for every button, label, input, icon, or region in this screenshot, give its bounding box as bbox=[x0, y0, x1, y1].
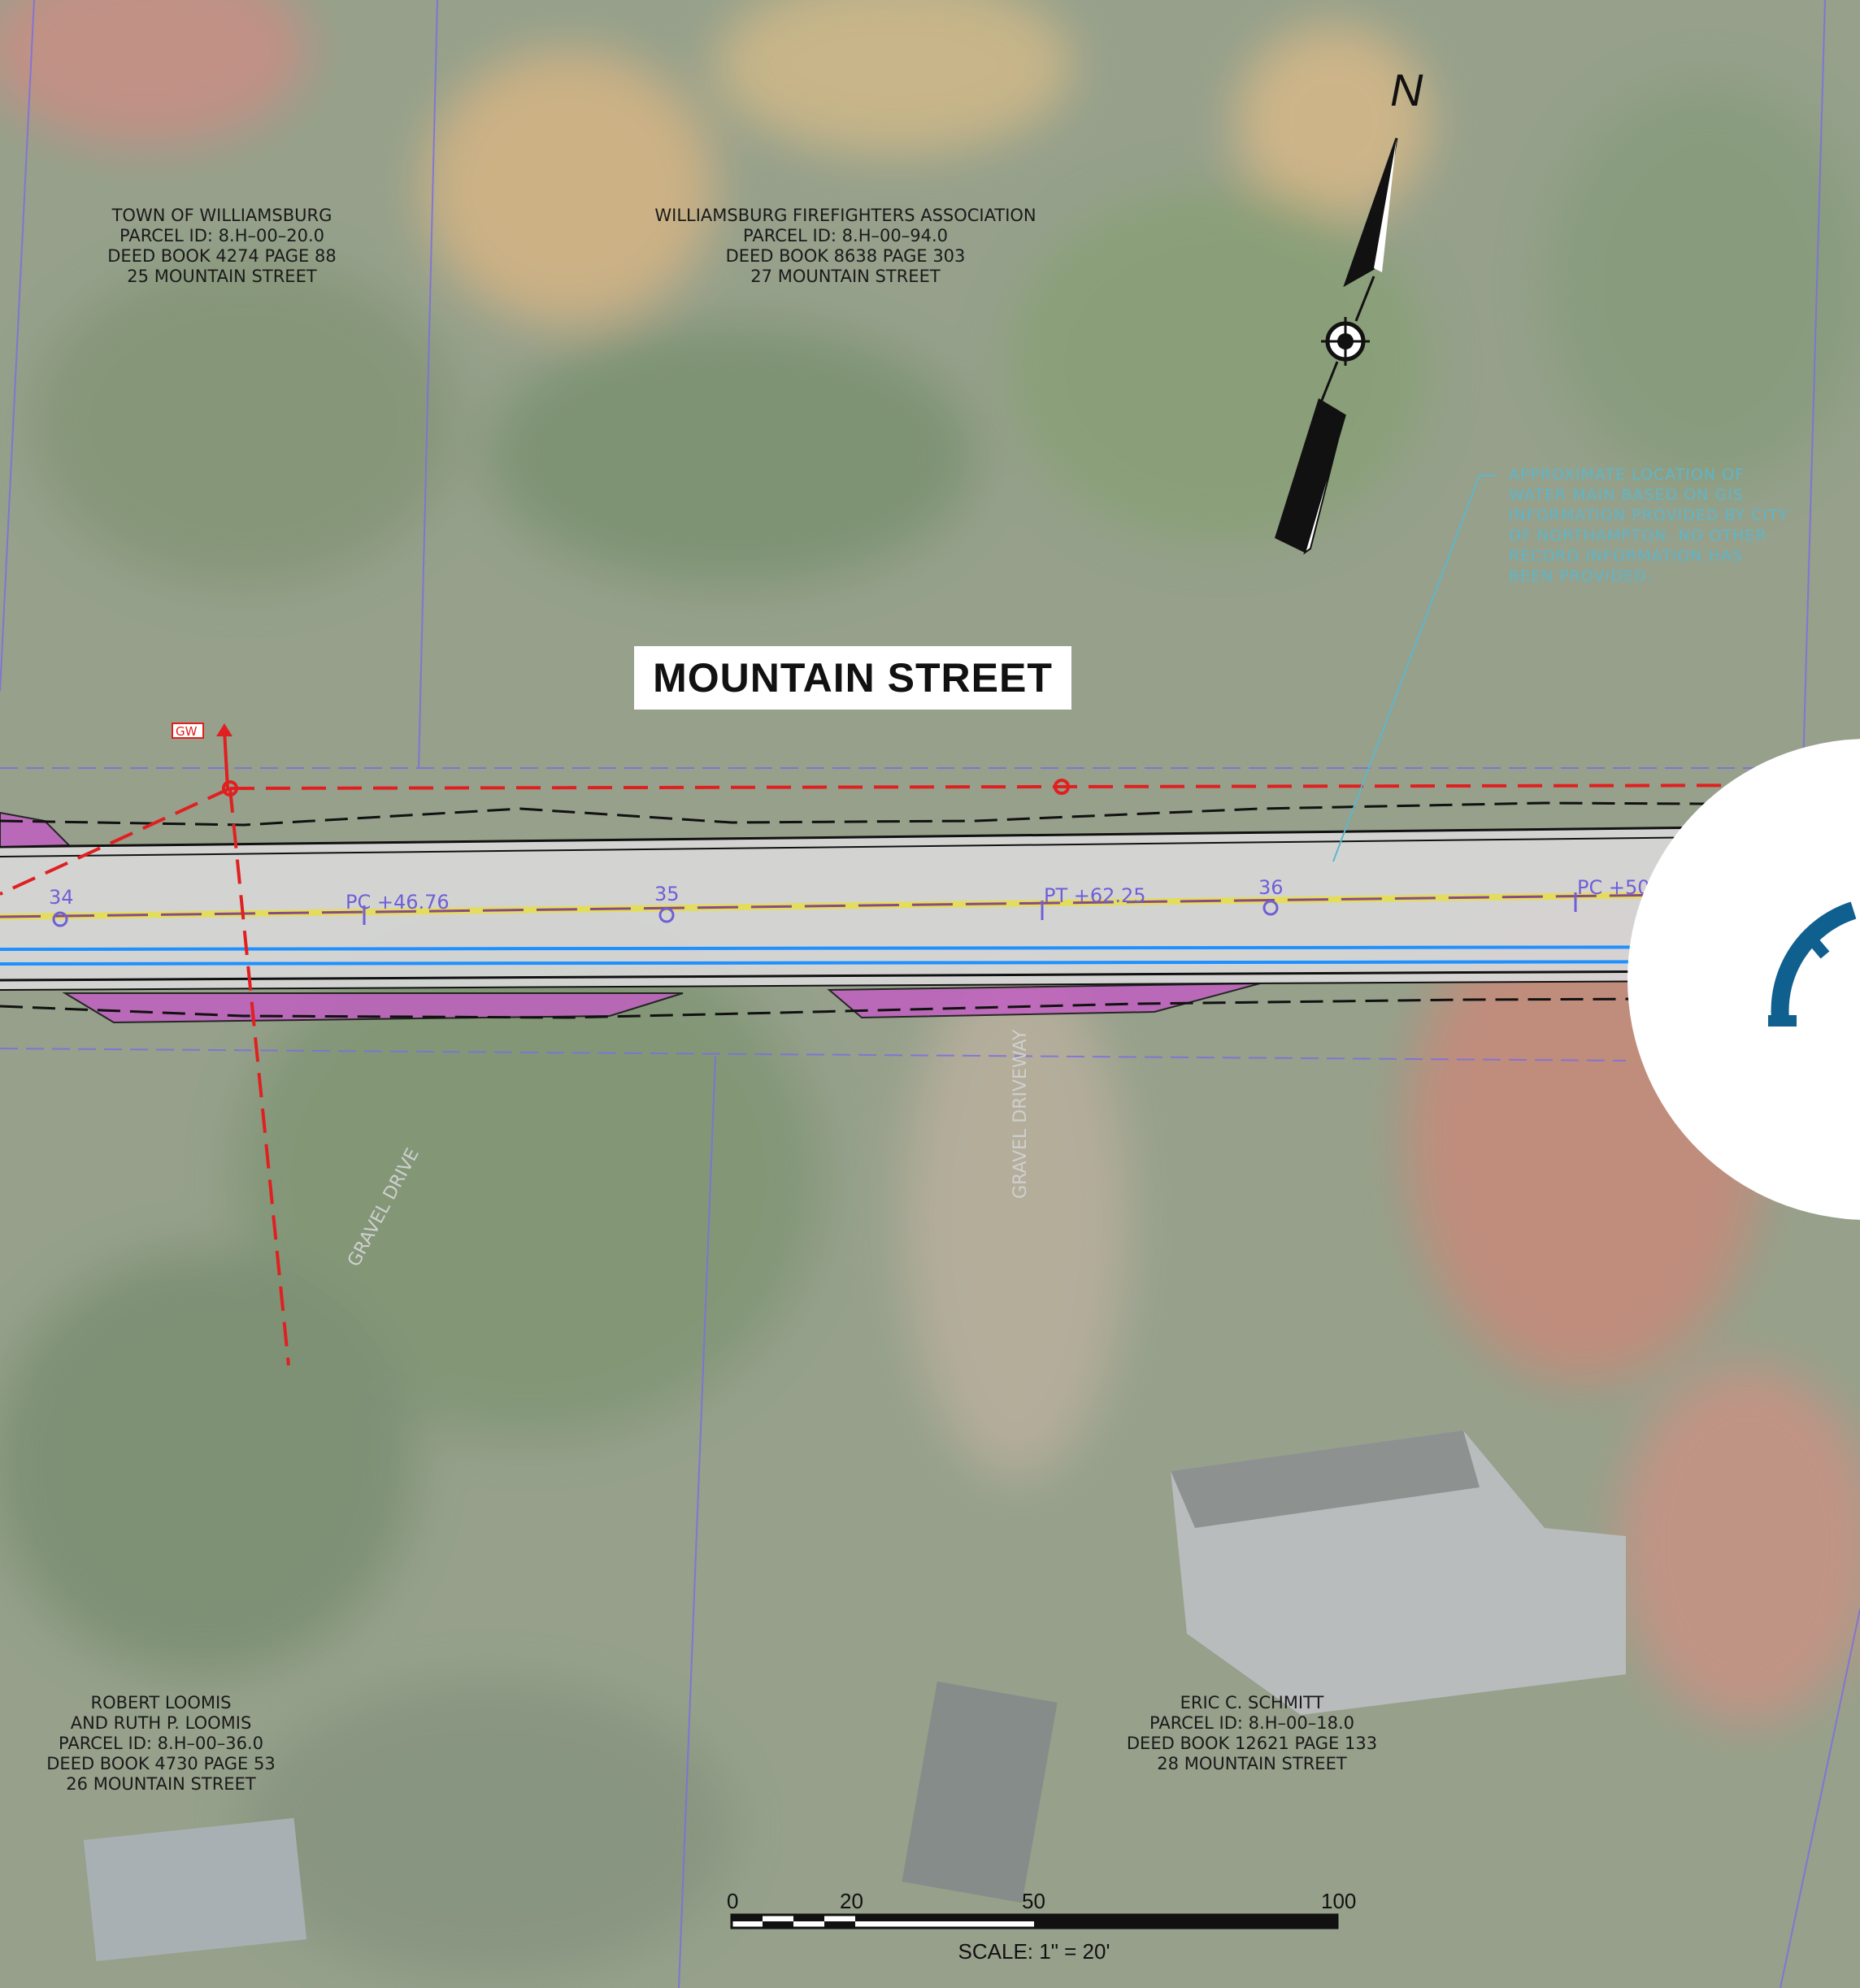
water-main bbox=[0, 945, 1860, 966]
scale-tick: 100 bbox=[1321, 1889, 1356, 1913]
parcel-label-1: TOWN OF WILLIAMSBURG PARCEL ID: 8.H–00–2… bbox=[107, 206, 336, 286]
parcel-line: PARCEL ID: 8.H–00–94.0 bbox=[743, 226, 948, 245]
gas-valve bbox=[222, 780, 238, 797]
parcel-line: DEED BOOK 4274 PAGE 88 bbox=[107, 246, 336, 266]
parcel-line: DEED BOOK 12621 PAGE 133 bbox=[1127, 1734, 1377, 1753]
parcel-line: DEED BOOK 8638 PAGE 303 bbox=[726, 246, 966, 266]
north-label: N bbox=[1390, 64, 1423, 115]
note-line: RECORD INFORMATION HAS bbox=[1509, 547, 1743, 565]
parcel-line: AND RUTH P. LOOMIS bbox=[71, 1713, 252, 1733]
parcel-line: 26 MOUNTAIN STREET bbox=[66, 1774, 256, 1794]
station-label: 35 bbox=[654, 883, 680, 905]
curve-label: PC +46.76 bbox=[345, 891, 450, 914]
arrow-head bbox=[216, 723, 232, 736]
north-arrow-icon: N bbox=[1275, 64, 1423, 555]
water-main-note: APPROXIMATE LOCATION OF WATER MAIN BASED… bbox=[1509, 466, 1788, 585]
gas-valve bbox=[1054, 779, 1070, 795]
parcel-line: ERIC C. SCHMITT bbox=[1180, 1693, 1324, 1712]
parcel-line: PARCEL ID: 8.H–00–36.0 bbox=[59, 1734, 263, 1753]
curve-label: PT +62.25 bbox=[1044, 884, 1146, 907]
station-marker bbox=[658, 907, 675, 923]
parcel-line: PARCEL ID: 8.H–00–18.0 bbox=[1149, 1713, 1354, 1733]
gauge-icon bbox=[1628, 739, 1860, 1220]
parcel-label-3: ROBERT LOOMIS AND RUTH P. LOOMIS PARCEL … bbox=[46, 1693, 275, 1794]
gas-service-arrow bbox=[223, 729, 229, 789]
note-line: BEEN PROVIDED. bbox=[1509, 567, 1652, 585]
note-line: INFORMATION PROVIDED BY CITY bbox=[1509, 506, 1788, 524]
parcel-line: TOWN OF WILLIAMSBURG bbox=[111, 206, 332, 225]
station-label: 34 bbox=[49, 886, 74, 909]
driveway-label: GRAVEL DRIVEWAY bbox=[1010, 1029, 1031, 1199]
scale-tick: 0 bbox=[727, 1889, 738, 1913]
parcel-line: 27 MOUNTAIN STREET bbox=[750, 267, 941, 286]
note-line: OF NORTHAMPTON. NO OTHER bbox=[1509, 527, 1767, 545]
parcel-label-2: WILLIAMSBURG FIREFIGHTERS ASSOCIATION PA… bbox=[654, 206, 1036, 286]
grading-areas bbox=[0, 811, 1261, 1024]
utility-tag-label: GW bbox=[176, 724, 198, 739]
station-label: 36 bbox=[1258, 876, 1284, 899]
parcel-line: PARCEL ID: 8.H–00–20.0 bbox=[120, 226, 324, 245]
edge-dashed-lines bbox=[0, 801, 1860, 1019]
parcel-line: ROBERT LOOMIS bbox=[90, 1693, 231, 1712]
scale-tick: 20 bbox=[840, 1889, 863, 1913]
scale-label: SCALE: 1" = 20' bbox=[958, 1939, 1110, 1964]
scale-bar: 0 20 50 100 SCALE: 1" = 20' bbox=[727, 1889, 1356, 1964]
parcel-label-4: ERIC C. SCHMITT PARCEL ID: 8.H–00–18.0 D… bbox=[1127, 1693, 1377, 1773]
street-name-label: MOUNTAIN STREET bbox=[634, 646, 1071, 710]
gas-line bbox=[0, 783, 1860, 1366]
parcel-line: 28 MOUNTAIN STREET bbox=[1157, 1754, 1347, 1773]
station-marker bbox=[52, 911, 68, 927]
parcel-line: WILLIAMSBURG FIREFIGHTERS ASSOCIATION bbox=[654, 206, 1036, 225]
scale-tick: 50 bbox=[1022, 1889, 1045, 1913]
station-marker bbox=[1262, 900, 1279, 916]
utility-tag bbox=[172, 723, 204, 739]
centerline bbox=[0, 889, 1860, 927]
parcel-line: 25 MOUNTAIN STREET bbox=[127, 267, 317, 286]
note-leader bbox=[1332, 475, 1496, 862]
parcel-line: DEED BOOK 4730 PAGE 53 bbox=[46, 1754, 275, 1773]
note-line: WATER MAIN BASED ON GIS bbox=[1509, 486, 1744, 504]
note-line: APPROXIMATE LOCATION OF bbox=[1509, 466, 1745, 484]
